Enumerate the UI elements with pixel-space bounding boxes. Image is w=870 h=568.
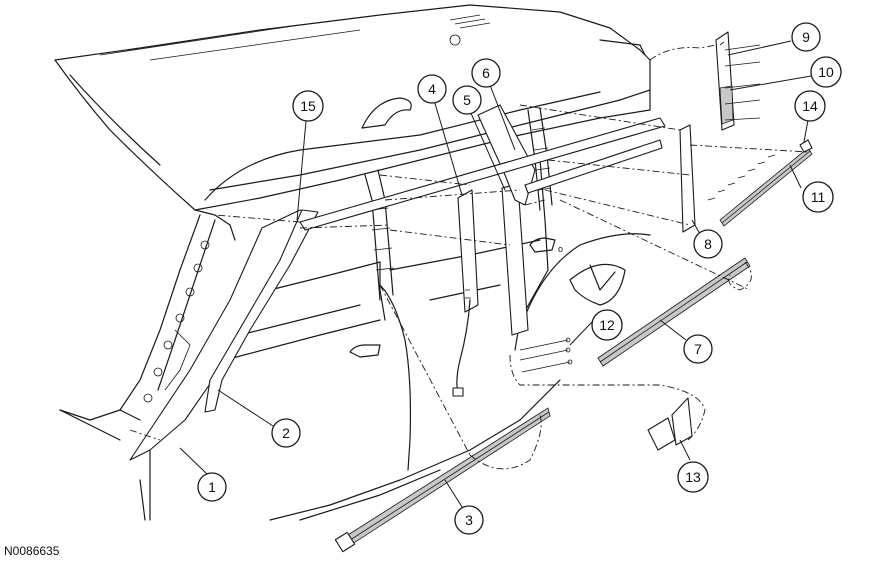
callout-5: 5 bbox=[452, 85, 482, 115]
callout-leaders bbox=[179, 40, 812, 511]
callout-9: 9 bbox=[791, 22, 821, 52]
callout-14-label: 14 bbox=[802, 98, 818, 114]
front-door bbox=[224, 261, 521, 521]
callout-15-label: 15 bbox=[300, 98, 316, 114]
callout-2-label: 2 bbox=[282, 425, 290, 441]
callout-9-label: 9 bbox=[802, 29, 810, 45]
callout-11-label: 11 bbox=[811, 189, 826, 205]
callout-13: 13 bbox=[677, 461, 709, 493]
callout-4: 4 bbox=[417, 74, 447, 104]
callout-7-label: 7 bbox=[694, 341, 702, 357]
svg-text:o: o bbox=[558, 244, 563, 254]
part-11-drip-moulding bbox=[719, 147, 813, 227]
callout-8: 8 bbox=[693, 229, 723, 259]
callout-13-label: 13 bbox=[685, 469, 701, 485]
belt-moulding bbox=[299, 117, 666, 231]
part-4-b-pillar-applique bbox=[457, 189, 479, 313]
callout-11: 11 bbox=[802, 181, 834, 213]
callout-6: 6 bbox=[471, 58, 501, 88]
assembly-lines bbox=[129, 44, 809, 470]
callout-12: 12 bbox=[591, 309, 623, 341]
callout-10-label: 10 bbox=[818, 64, 834, 80]
callout-5-label: 5 bbox=[463, 92, 471, 108]
part-9-10-quarter-applique bbox=[715, 31, 735, 131]
callout-6-label: 6 bbox=[482, 65, 490, 81]
callout-2: 2 bbox=[271, 418, 301, 448]
callout-3: 3 bbox=[454, 505, 484, 535]
windshield-edge bbox=[59, 209, 236, 521]
callout-1-label: 1 bbox=[208, 479, 216, 495]
fasteners bbox=[519, 44, 776, 373]
part-8-c-pillar-applique bbox=[679, 124, 696, 233]
part-13-bracket bbox=[647, 397, 693, 451]
roof-handle bbox=[361, 97, 412, 129]
figure-code: N0086635 bbox=[4, 544, 60, 558]
callout-15: 15 bbox=[292, 90, 324, 122]
part-2-a-pillar-moulding bbox=[204, 209, 319, 413]
part-5-b-pillar-applique bbox=[501, 183, 529, 336]
wheel-arch bbox=[519, 233, 651, 331]
part-7-rear-door-moulding bbox=[597, 257, 751, 367]
roof-outline bbox=[54, 4, 651, 211]
callout-7: 7 bbox=[683, 334, 713, 364]
part-14-clip bbox=[799, 139, 813, 153]
callout-12-label: 12 bbox=[599, 317, 615, 333]
callout-8-label: 8 bbox=[704, 236, 712, 252]
callout-3-label: 3 bbox=[465, 512, 473, 528]
callout-14: 14 bbox=[794, 90, 826, 122]
part-3-front-door-moulding bbox=[334, 407, 551, 553]
callout-1: 1 bbox=[197, 472, 227, 502]
wiring-harness bbox=[379, 284, 471, 471]
callout-4-label: 4 bbox=[428, 81, 436, 97]
callout-10: 10 bbox=[810, 56, 842, 88]
